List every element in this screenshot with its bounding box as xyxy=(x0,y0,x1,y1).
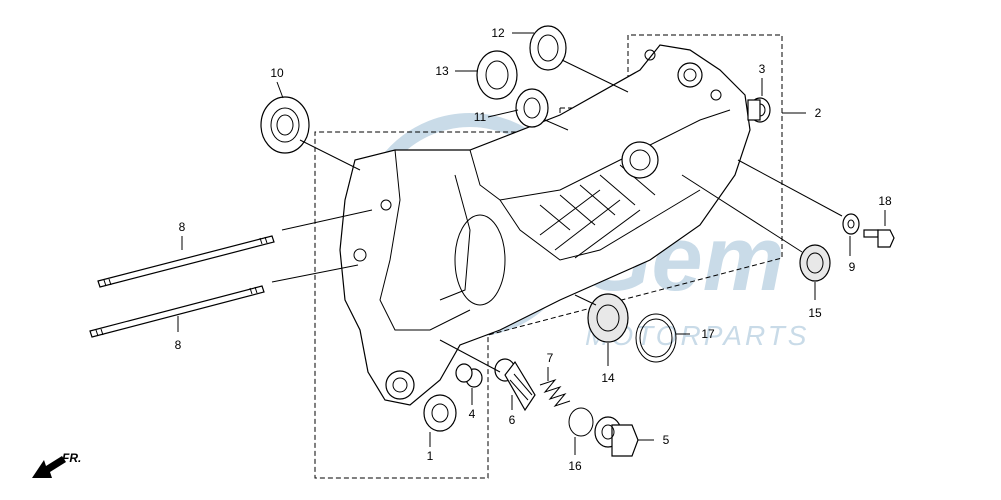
callout-5: 5 xyxy=(663,433,670,447)
part-oring-16 xyxy=(568,407,594,437)
callout-8-upper: 8 xyxy=(179,220,186,234)
callout-6: 6 xyxy=(509,413,516,427)
callout-13: 13 xyxy=(435,64,449,78)
fr-arrow-icon xyxy=(32,456,66,478)
part-spring-7 xyxy=(539,378,571,408)
part-bearing-11 xyxy=(515,88,549,128)
callout-4: 4 xyxy=(469,407,476,421)
part-dowel-4 xyxy=(455,363,483,388)
part-strainer-6 xyxy=(494,358,536,412)
part-stud-8b xyxy=(89,285,265,338)
callout-1: 1 xyxy=(427,449,434,463)
part-circlip-17 xyxy=(635,313,677,363)
part-bearing-12 xyxy=(529,25,567,71)
part-seal-15 xyxy=(799,244,831,282)
callout-3: 3 xyxy=(759,62,766,76)
crankcase-body xyxy=(339,44,751,406)
callout-18: 18 xyxy=(878,194,892,208)
callout-9: 9 xyxy=(849,260,856,274)
part-stud-8a xyxy=(97,235,275,288)
part-seal-14 xyxy=(587,293,629,343)
part-plug-5 xyxy=(594,416,639,457)
callout-8-lower: 8 xyxy=(175,338,182,352)
part-bolt-18 xyxy=(863,229,895,248)
callout-10: 10 xyxy=(270,66,284,80)
part-washer-9 xyxy=(842,213,860,235)
callout-17: 17 xyxy=(701,327,715,341)
part-bearing-10 xyxy=(260,96,310,154)
callout-12: 12 xyxy=(491,26,505,40)
callout-15: 15 xyxy=(808,306,822,320)
callout-16: 16 xyxy=(568,459,582,473)
leader-lines xyxy=(177,32,886,455)
part-bushing-3 xyxy=(747,97,771,123)
fr-label: FR. xyxy=(62,451,81,465)
callout-7: 7 xyxy=(547,351,554,365)
part-bearing-1 xyxy=(423,394,457,432)
part-bearing-13 xyxy=(476,50,518,100)
callout-2: 2 xyxy=(815,106,822,120)
callout-labels: 1 2 3 4 5 6 7 8 8 9 10 11 12 13 14 15 16… xyxy=(175,26,892,473)
callout-11: 11 xyxy=(474,110,487,124)
callout-14: 14 xyxy=(601,371,615,385)
